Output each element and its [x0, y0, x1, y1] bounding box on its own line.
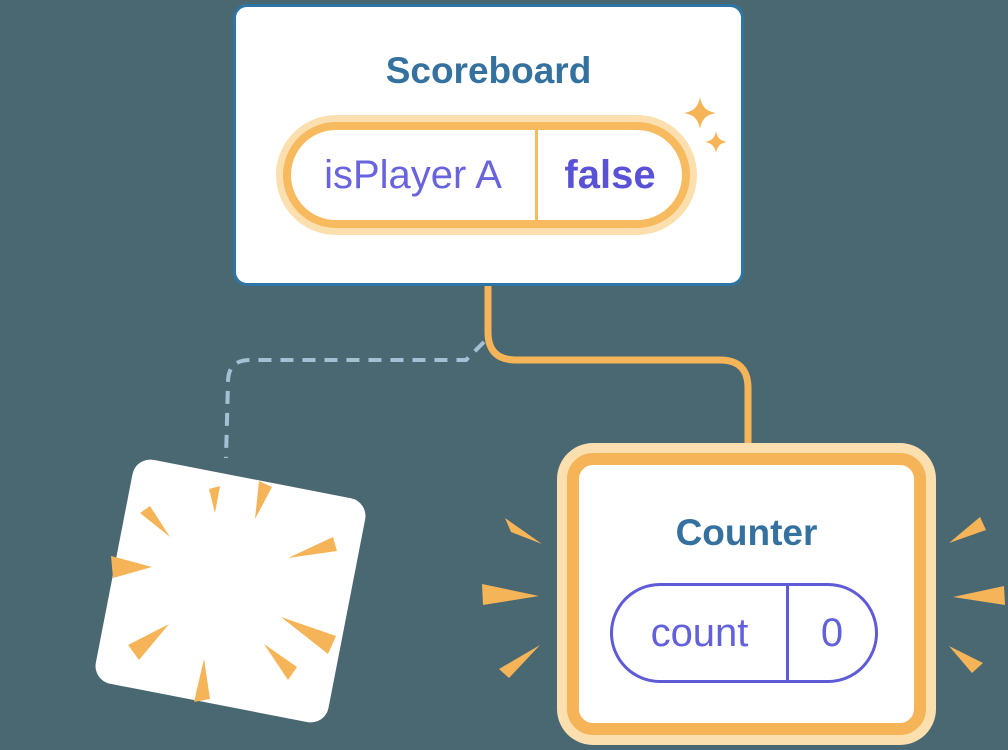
state-value-label: 0	[820, 610, 844, 655]
counter-state-pill: count 0	[610, 583, 878, 683]
destroyed-component-card	[92, 456, 369, 726]
connector-scoreboard-to-counter	[484, 280, 752, 462]
emphasis-lines-icon	[482, 518, 542, 678]
scoreboard-card-title: Scoreboard	[385, 50, 592, 91]
connector-scoreboard-to-destroyed	[224, 340, 486, 459]
emphasis-lines-icon	[949, 517, 1005, 673]
scoreboard-state-pill: isPlayer A false	[283, 122, 690, 228]
pill-divider	[786, 586, 789, 680]
state-name-label: isPlayer A	[324, 152, 502, 197]
state-value-label: false	[564, 152, 656, 197]
pill-divider	[535, 130, 538, 220]
state-name-label: count	[650, 610, 749, 655]
counter-card-title: Counter	[675, 512, 818, 553]
